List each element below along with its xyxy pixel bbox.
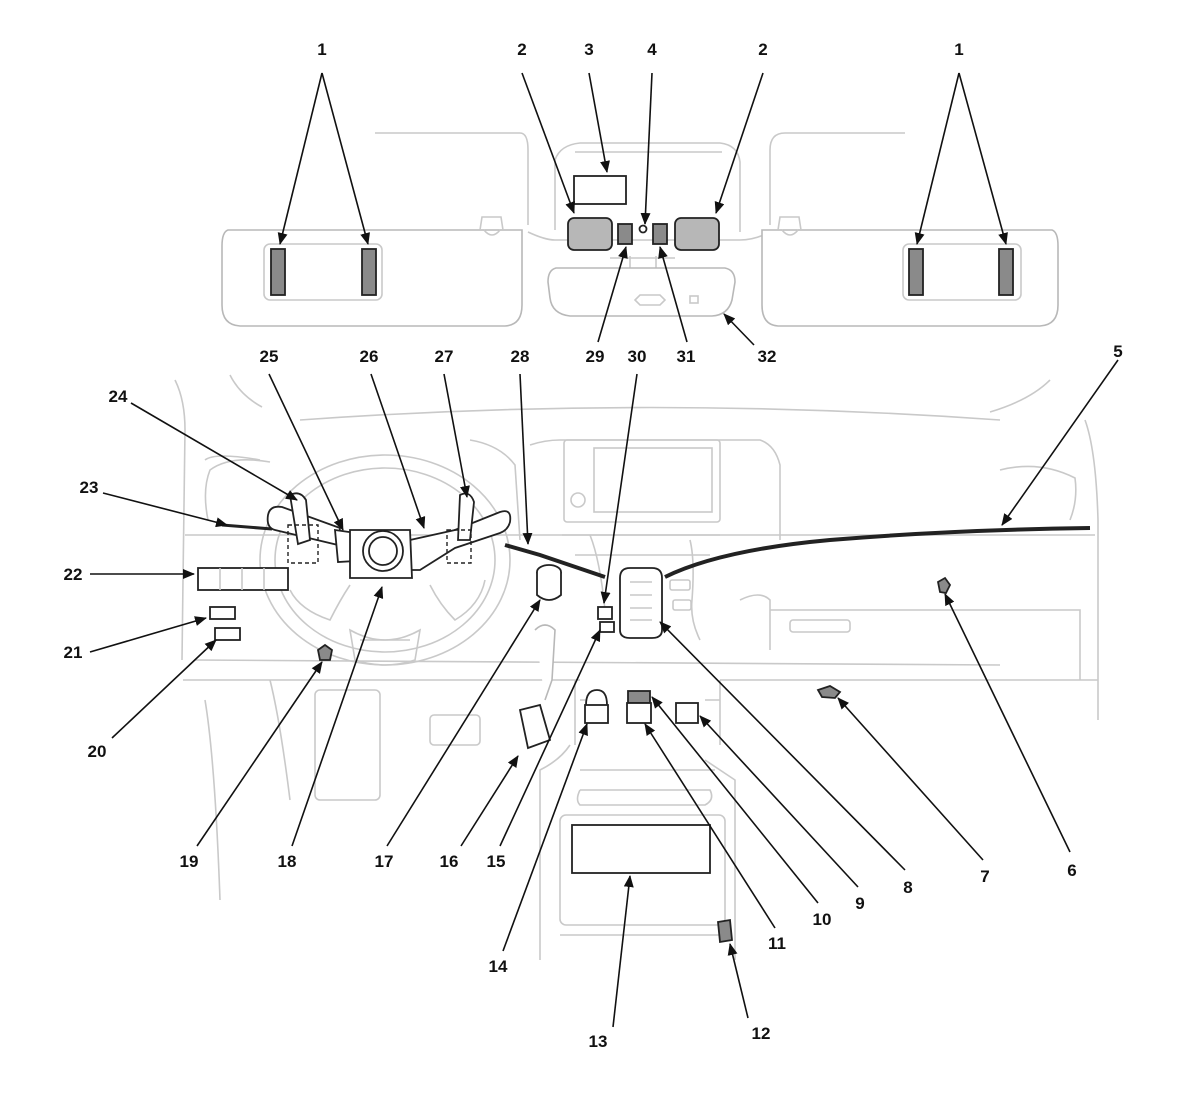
left-map-light: [567, 217, 613, 251]
glove-box-sensor: [936, 576, 952, 594]
callout-30: 30: [628, 347, 647, 366]
usb-port: [584, 704, 609, 724]
callout-labels: 1 1 2 2 3 4 5 6 7 8 9 10 11 12 13 14 15 …: [64, 40, 1123, 1051]
console-switch: [675, 702, 699, 724]
callout-11: 11: [768, 934, 786, 953]
center-switch-lower: [599, 621, 615, 633]
accelerator-pedal: [518, 703, 552, 750]
right-lever-knob: [457, 492, 475, 541]
callout-19: 19: [180, 852, 199, 871]
left-dash-trim-strip: [504, 543, 606, 579]
callout-20: 20: [88, 742, 107, 761]
horn-hub-inner: [368, 536, 398, 566]
callout-29: 29: [586, 347, 605, 366]
callout-18: 18: [278, 852, 297, 871]
overhead-background: [375, 132, 905, 241]
callout-2-left: 2: [517, 40, 526, 59]
callout-2-right: 2: [758, 40, 767, 59]
rearview-mirror: [547, 256, 736, 317]
left-sun-visor: [221, 216, 523, 327]
overhead-console-module: [573, 175, 627, 205]
callout-7: 7: [980, 867, 989, 886]
callout-17: 17: [375, 852, 394, 871]
switch-upper: [209, 606, 236, 620]
shift-selector: [619, 567, 663, 639]
dashboard-components: [197, 492, 1091, 944]
power-outlet-cap: [627, 690, 651, 704]
callout-27: 27: [435, 347, 454, 366]
left-vanity-light-left: [270, 248, 286, 296]
callout-22: 22: [64, 565, 83, 584]
callout-6: 6: [1067, 861, 1076, 880]
usb-port-top: [585, 689, 608, 706]
center-console-box: [571, 824, 711, 874]
callout-15: 15: [487, 852, 506, 871]
rear-console-connector: [717, 918, 733, 944]
engine-start-body: [536, 572, 562, 601]
switch-lower: [214, 627, 241, 641]
callout-26: 26: [360, 347, 379, 366]
callout-24: 24: [109, 387, 128, 406]
callout-8: 8: [903, 878, 912, 897]
callout-16: 16: [440, 852, 459, 871]
left-dash-trim-end: [221, 523, 273, 531]
right-map-light: [674, 217, 720, 251]
callout-1-left: 1: [317, 40, 326, 59]
overhead-console: [567, 175, 720, 251]
lower-dash-background: [269, 679, 736, 960]
callout-12: 12: [752, 1024, 771, 1043]
right-vanity-light-right: [998, 248, 1014, 296]
callout-14: 14: [489, 957, 508, 976]
callout-31: 31: [677, 347, 696, 366]
left-switch-panel: [197, 567, 289, 591]
sensor-dot: [638, 224, 648, 234]
passenger-lower-sensor: [816, 685, 842, 699]
callout-28: 28: [511, 347, 530, 366]
callout-32: 32: [758, 347, 777, 366]
center-switch-upper: [597, 606, 613, 620]
callout-25: 25: [260, 347, 279, 366]
right-dash-trim-strip: [664, 526, 1091, 579]
left-vanity-light-right: [361, 248, 377, 296]
leader-lines: [89, 72, 1119, 1028]
right-map-light-switch: [652, 223, 668, 245]
callout-23: 23: [80, 478, 99, 497]
steering-wheel: [259, 454, 511, 666]
callout-1-right: 1: [954, 40, 963, 59]
left-under-dash-sensor: [317, 643, 333, 661]
callout-5: 5: [1113, 342, 1122, 361]
left-map-light-switch: [617, 223, 633, 245]
callout-3: 3: [584, 40, 593, 59]
callout-13: 13: [589, 1032, 608, 1051]
callout-21: 21: [64, 643, 83, 662]
left-lever-knob: [289, 492, 311, 546]
power-outlet: [626, 702, 652, 724]
right-sun-visor: [761, 216, 1059, 327]
callout-10: 10: [813, 910, 832, 929]
right-vanity-light-left: [908, 248, 924, 296]
callout-9: 9: [855, 894, 864, 913]
callout-4: 4: [647, 40, 657, 59]
